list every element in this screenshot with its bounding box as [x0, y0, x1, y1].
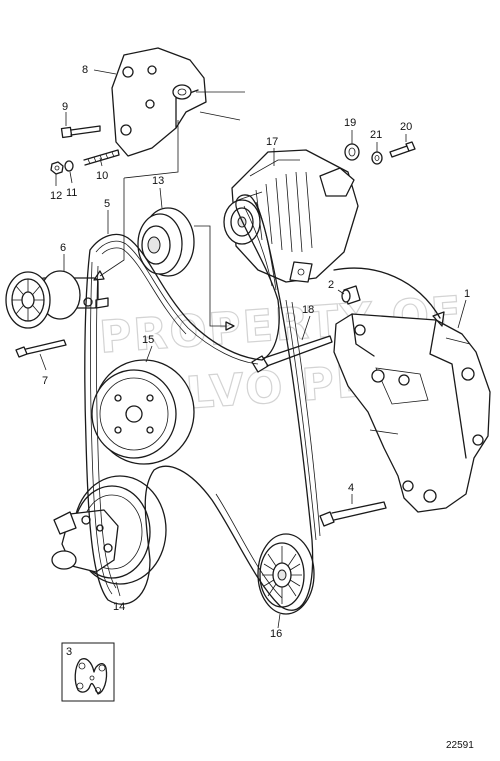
callout-2: 2: [328, 279, 334, 291]
part-18-bolt: [251, 335, 333, 373]
callout-12: 12: [50, 190, 62, 202]
callout-5: 5: [104, 198, 110, 210]
callout-9: 9: [62, 101, 68, 113]
part-4-bolt: [319, 501, 387, 527]
part-8-bracket: [111, 47, 245, 157]
part-16-tensioner-pulley: [257, 533, 315, 615]
part-2-sleeve: [341, 285, 361, 305]
part-7-bolt: [15, 339, 67, 358]
part-11-washer: [64, 160, 74, 172]
part-13-idler-pulley: [137, 207, 195, 277]
callout-14: 14: [113, 601, 125, 613]
part-9-bolt: [60, 125, 101, 139]
callout-13: 13: [152, 175, 164, 187]
callout-17: 17: [266, 136, 278, 148]
assembly-arrows: [93, 120, 445, 331]
part-6-idler-pulley: [5, 270, 109, 329]
callout-7: 7: [42, 375, 48, 387]
part-21-washer: [371, 151, 383, 165]
part-20-bolt: [389, 141, 416, 158]
figure-number: 22591: [446, 740, 474, 751]
callout-21: 21: [370, 129, 382, 141]
part-1-main-bracket: [333, 313, 491, 513]
part-19-spacer: [344, 143, 360, 161]
callout-3: 3: [66, 646, 72, 658]
leader-lines: [39, 69, 467, 629]
callout-8: 8: [82, 64, 88, 76]
part-15-pump-pulley: [91, 359, 195, 465]
callout-16: 16: [270, 628, 282, 640]
callout-20: 20: [400, 121, 412, 133]
callout-19: 19: [344, 117, 356, 129]
callout-1: 1: [464, 288, 470, 300]
part-14-crank-pulley: [51, 475, 167, 585]
part-5-serpentine-belt: [84, 194, 321, 611]
callout-4: 4: [348, 482, 354, 494]
part-12-nut: [50, 161, 64, 175]
callout-15: 15: [142, 334, 154, 346]
callout-18: 18: [302, 304, 314, 316]
part-3-belt-routing-inset: 3: [61, 642, 115, 702]
callouts: 1 2 4 5 6 7 8 9 10 11 12 13 14 15 16 17 …: [42, 64, 470, 640]
inset-frame: [61, 642, 115, 702]
inset-belt-path: [74, 658, 108, 695]
callout-6: 6: [60, 242, 66, 254]
part-17-alternator: [223, 149, 359, 283]
part-10-stud: [83, 149, 120, 166]
callout-10: 10: [96, 170, 108, 182]
callout-11: 11: [66, 187, 77, 199]
